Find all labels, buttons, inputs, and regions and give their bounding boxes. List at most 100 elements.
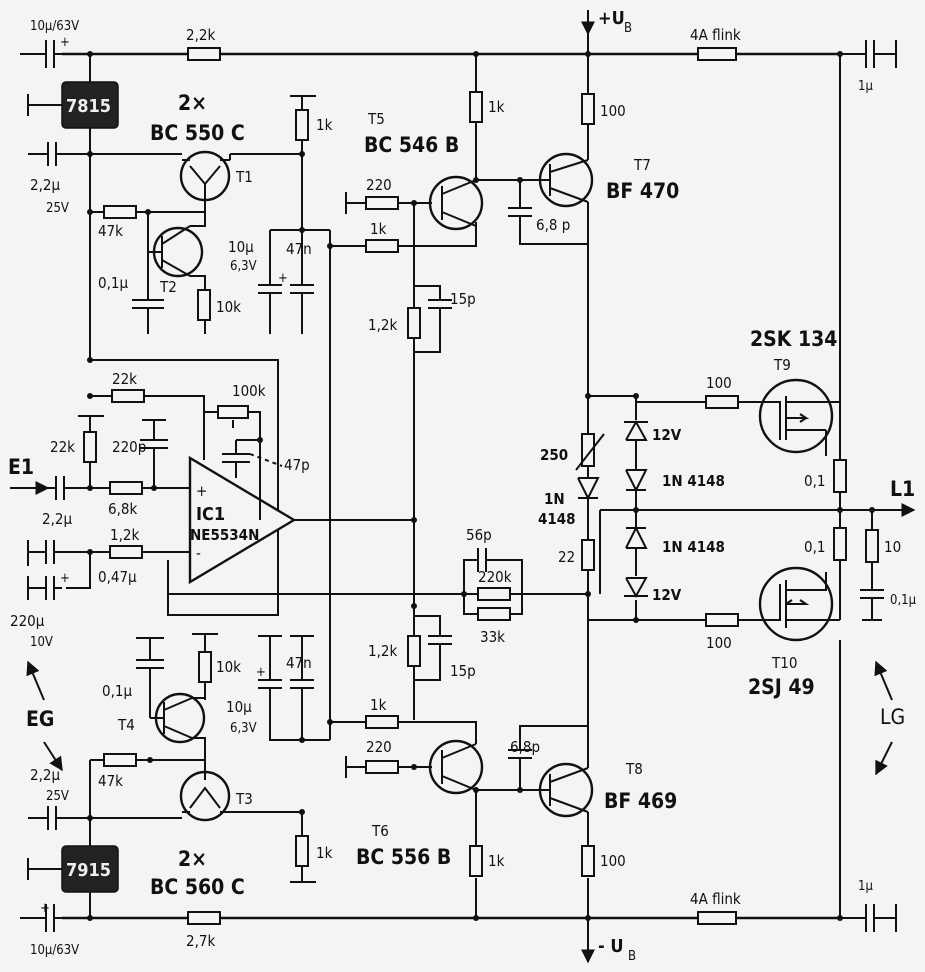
t8-label: T8 — [625, 760, 643, 778]
c-15p-top-label: 15p — [450, 290, 476, 308]
opamp-ic1 — [188, 455, 297, 585]
c-10u-top-v: 6,3V — [230, 259, 257, 274]
r-22-label: 22 — [558, 548, 575, 566]
r-1k-ref-bot-label: 1k — [316, 844, 333, 862]
diode-1n4148-bot-label: 1N 4148 — [662, 538, 725, 556]
c-047-label: 0,47µ — [98, 568, 137, 586]
mosfet-t10 — [758, 566, 834, 642]
r-10-out-label: 10 — [884, 538, 901, 556]
r-2k2-label: 2,2k — [186, 26, 215, 44]
c-6p8-bot-label: 6,8p — [510, 738, 540, 756]
transistor-t6 — [428, 739, 484, 795]
t34-type: BC 560 C — [150, 875, 245, 899]
t9-type: 2SK 134 — [750, 327, 837, 351]
c-reg-bot-val: 2,2µ — [30, 766, 60, 784]
fuse-bot — [697, 911, 737, 925]
r-1k-t5b-label: 1k — [370, 220, 387, 238]
c-220u-plus: + — [60, 571, 70, 586]
r-1k-t6b — [365, 715, 399, 729]
r-47k-top-label: 47k — [98, 222, 123, 240]
t12-type: BC 550 C — [150, 121, 245, 145]
r-01-bot-label: 0,1 — [804, 538, 825, 556]
r-1k2-in — [109, 545, 143, 559]
t6-type: BC 556 B — [356, 845, 451, 869]
r-1k-ref-bot — [295, 835, 309, 867]
regulator-7815-label: 7815 — [66, 96, 111, 117]
r-1k-t6b-label: 1k — [370, 696, 387, 714]
r-10-out — [865, 529, 879, 563]
c-in-top-plus: + — [60, 35, 70, 50]
r-1k-ref-top — [295, 109, 309, 141]
t10-type: 2SJ 49 — [748, 675, 815, 699]
r-220-bot-label: 220 — [366, 738, 392, 756]
c-out-top-label: 1µ — [858, 79, 873, 94]
r-100-g10-label: 100 — [706, 634, 732, 652]
c-in-bot-label: 10µ/63V — [30, 943, 79, 958]
r-10k-top-label: 10k — [216, 298, 241, 316]
r-100-t8-label: 100 — [600, 852, 626, 870]
supply-pos-sub: B — [624, 21, 632, 36]
fuse-top — [697, 47, 737, 61]
c-in-bot-plus: + — [40, 901, 50, 916]
t2-label: T2 — [159, 278, 177, 296]
r-220-bot — [365, 760, 399, 774]
c-reg-top — [28, 142, 90, 166]
c-01-top-label: 0,1µ — [98, 274, 128, 292]
r-10k-bot — [198, 651, 212, 683]
supply-neg-label: - U — [598, 936, 624, 957]
transistor-t5 — [428, 175, 484, 231]
c-reg-bot — [28, 806, 90, 830]
pot-250-label: 250 — [540, 446, 568, 464]
r-1k2-bot-label: 1,2k — [368, 642, 397, 660]
c-220u-v: 10V — [30, 635, 53, 650]
r-100-g9-label: 100 — [706, 374, 732, 392]
r-01-top-label: 0,1 — [804, 472, 825, 490]
t10-label: T10 — [771, 654, 797, 672]
r-220-top-label: 220 — [366, 176, 392, 194]
zener-12v-top-label: 12V — [652, 426, 682, 444]
c-01-out-label: 0,1µ — [890, 593, 917, 608]
c-10u-bot-v: 6,3V — [230, 721, 257, 736]
r-100-g9 — [705, 395, 739, 409]
r-220k — [477, 587, 511, 601]
c-01-bot-label: 0,1µ — [102, 682, 132, 700]
c-56p-label: 56p — [466, 526, 492, 544]
r-10k-top — [197, 289, 211, 321]
fuse-top-label: 4A flink — [690, 26, 741, 44]
c-2u2-in-label: 2,2µ — [42, 510, 72, 528]
diode-1n4148-top-label: 1N 4148 — [662, 472, 725, 490]
t12-count: 2× — [178, 91, 207, 115]
r-100-t8 — [581, 845, 595, 877]
r-1k2-top-label: 1,2k — [368, 316, 397, 334]
r-22k-fb-label: 22k — [112, 370, 137, 388]
output-label: L1 — [890, 477, 915, 501]
c-01-top — [132, 252, 164, 334]
supply-neg-sub: B — [628, 949, 636, 964]
opamp-plus: + — [196, 482, 207, 500]
r-2k7 — [187, 911, 221, 925]
r-22 — [581, 539, 595, 571]
t6-label: T6 — [371, 822, 389, 840]
c-47p-label: 47p — [284, 456, 310, 474]
fuse-bot-label: 4A flink — [690, 890, 741, 908]
r-01-top — [833, 459, 847, 493]
r-100-g10 — [705, 613, 739, 627]
c-in-top — [20, 40, 62, 68]
mosfet-t9 — [758, 378, 834, 454]
c-10u-bot-val: 10µ — [226, 698, 252, 716]
t5-type: BC 546 B — [364, 133, 459, 157]
pot-100k-label: 100k — [232, 382, 266, 400]
r-6k8 — [109, 481, 143, 495]
r-6k8-label: 6,8k — [108, 500, 137, 518]
r-2k2 — [187, 47, 221, 61]
diode-1n4148-b: 4148 — [538, 510, 576, 528]
r-22k-in — [83, 431, 97, 463]
t9-label: T9 — [773, 356, 791, 374]
t5-label: T5 — [367, 110, 385, 128]
opamp-ic1-type: NE5534N — [190, 526, 259, 544]
r-22k-in-label: 22k — [50, 438, 75, 456]
opamp-ic1-name: IC1 — [196, 504, 225, 525]
r-2k7-label: 2,7k — [186, 932, 215, 950]
r-1k2-in-label: 1,2k — [110, 526, 139, 544]
